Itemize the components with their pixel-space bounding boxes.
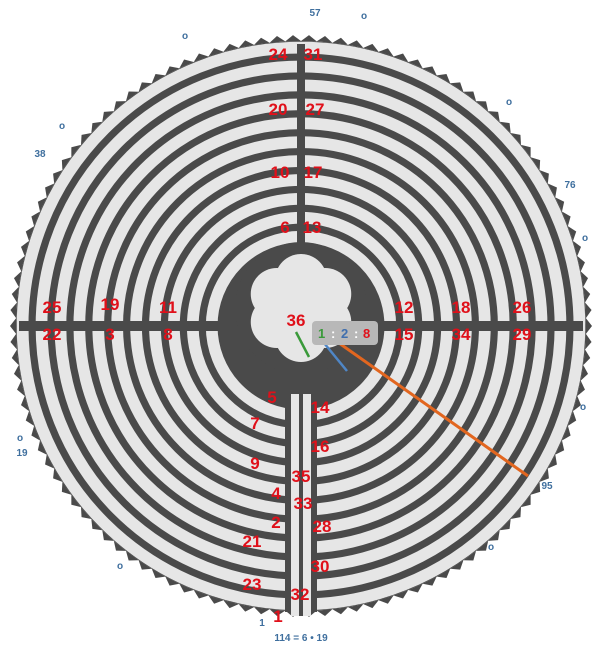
turn-number: 18 bbox=[452, 298, 471, 317]
turn-number: 12 bbox=[395, 298, 414, 317]
marker-o: o bbox=[59, 121, 65, 132]
lunation-tooth-icon bbox=[285, 35, 301, 41]
turn-number: 28 bbox=[313, 517, 332, 536]
marker-o: o bbox=[182, 31, 188, 42]
marker-o: o bbox=[580, 402, 586, 413]
turn-number: 29 bbox=[513, 325, 532, 344]
lunation-tooth-icon bbox=[10, 318, 16, 334]
marker-o: o bbox=[506, 97, 512, 108]
turn-number: 20 bbox=[269, 100, 288, 119]
lunation-tooth-icon bbox=[301, 35, 317, 41]
ratio-c: 8 bbox=[363, 326, 370, 341]
lunation-tooth-icon bbox=[586, 318, 592, 334]
turn-number: 10 bbox=[271, 163, 290, 182]
marker-o: o bbox=[117, 561, 123, 572]
turn-number: 4 bbox=[271, 484, 281, 503]
ratio-sep-1: : bbox=[331, 326, 335, 341]
marker-o: o bbox=[488, 542, 494, 553]
marker-o: o bbox=[582, 233, 588, 244]
turn-number: 25 bbox=[43, 298, 62, 317]
turn-number: 3 bbox=[105, 325, 114, 344]
outer-label-38: 38 bbox=[34, 149, 46, 160]
turn-number: 17 bbox=[304, 163, 323, 182]
outer-label-57: 57 bbox=[309, 8, 321, 19]
turn-number: 6 bbox=[280, 218, 289, 237]
turn-number: 2 bbox=[271, 513, 280, 532]
turn-number: 9 bbox=[250, 454, 259, 473]
ratio-a: 1 bbox=[318, 326, 325, 341]
ratio-sep-2: : bbox=[354, 326, 358, 341]
outer-label-1: 1 bbox=[259, 618, 265, 629]
turn-number: 22 bbox=[43, 325, 62, 344]
turn-number: 32 bbox=[291, 585, 310, 604]
turn-number: 21 bbox=[243, 532, 262, 551]
outer-label-76: 76 bbox=[564, 180, 576, 191]
turn-number: 19 bbox=[101, 295, 120, 314]
marker-o: o bbox=[361, 11, 367, 22]
turn-number: 35 bbox=[292, 467, 311, 486]
turn-number: 27 bbox=[306, 100, 325, 119]
turn-number: 16 bbox=[311, 437, 330, 456]
turn-number: 13 bbox=[303, 218, 322, 237]
lunation-tooth-icon bbox=[585, 302, 592, 318]
turn-number: 5 bbox=[267, 388, 276, 407]
outer-label-19: 19 bbox=[16, 448, 28, 459]
lunation-tooth-icon bbox=[585, 334, 592, 350]
lunation-tooth-icon bbox=[10, 334, 17, 350]
ratio-b: 2 bbox=[341, 326, 348, 341]
turn-number: 23 bbox=[243, 575, 262, 594]
outer-label-95: 95 bbox=[541, 481, 553, 492]
turn-number: 33 bbox=[294, 494, 313, 513]
turn-number: 31 bbox=[304, 45, 323, 64]
lunation-tooth-icon bbox=[10, 302, 17, 318]
turn-number: 7 bbox=[250, 414, 259, 433]
turn-number: 24 bbox=[269, 45, 288, 64]
turn-number: 8 bbox=[163, 325, 172, 344]
marker-o: o bbox=[17, 433, 23, 444]
ratio-box: 1 : 2 : 8 bbox=[312, 321, 378, 345]
turn-number: 26 bbox=[513, 298, 532, 317]
turn-number: 11 bbox=[159, 298, 177, 317]
turn-number: 15 bbox=[395, 325, 414, 344]
equation-label: 114 = 6 • 19 bbox=[274, 633, 328, 644]
turn-number: 14 bbox=[311, 398, 330, 417]
turn-number: 34 bbox=[452, 325, 471, 344]
turn-number: 1 bbox=[273, 607, 282, 626]
turn-number: 30 bbox=[311, 557, 330, 576]
turn-number: 36 bbox=[287, 311, 306, 330]
rosette-icon bbox=[235, 242, 367, 374]
